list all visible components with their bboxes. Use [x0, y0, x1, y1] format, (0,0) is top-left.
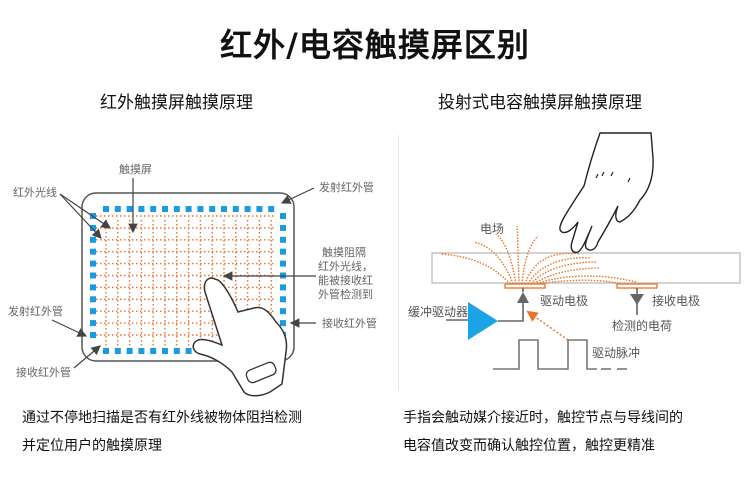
drive-electrode	[504, 283, 546, 289]
emitter-left-pointer	[51, 319, 88, 337]
ir-receiver-led	[103, 348, 109, 354]
drive-pulse-waveform	[493, 339, 597, 370]
label-receiver-bottom: 接收红外管	[16, 366, 71, 379]
field-line	[516, 225, 520, 285]
hand-icon	[559, 132, 654, 254]
ir-receiver-led	[173, 348, 180, 354]
ir-emitter-led	[173, 206, 180, 212]
field-line	[527, 257, 591, 285]
ir-description: 通过不停地扫描是否有红外线被物体阻挡检测 并定位用户的触摸原理	[22, 404, 372, 460]
pulse-to-drive-arrow	[526, 310, 569, 341]
field-line	[521, 235, 539, 285]
ir-emitter-led	[90, 320, 96, 327]
label-emitter-left: 发射红外管	[8, 305, 63, 318]
ir-emitter-led	[197, 206, 204, 212]
ir-emitter-led	[90, 296, 96, 303]
ir-emitter-led	[90, 248, 96, 255]
ir-receiver-led	[126, 348, 133, 354]
label-detected-charge: 检测的电荷	[612, 319, 673, 333]
receive-down-arrow-icon	[630, 294, 644, 305]
blocked-note-line-1: 触摸阻隔	[322, 246, 366, 259]
ir-emitter-led	[232, 206, 239, 212]
ir-emitter-led	[103, 206, 109, 212]
ir-emitter-led	[244, 206, 251, 212]
blocked-note-line-3: 能被接收红	[318, 274, 373, 287]
field-line	[539, 279, 621, 285]
capacitive-description: 手指会触动媒介接近时，触控节点与导线间的 电容值改变而确认触控位置，触控更精准	[403, 404, 748, 460]
ir-emitter-led	[221, 206, 227, 212]
blocked-note-line-2: 红外光线，	[318, 260, 373, 273]
ir-receiver-led	[280, 320, 286, 327]
ir-emitter-led	[138, 206, 145, 212]
label-touch-screen: 触摸屏	[119, 163, 152, 176]
driver-output-wire	[498, 300, 524, 322]
ir-emitter-led	[90, 284, 96, 291]
ir-receiver-led	[280, 260, 286, 267]
ir-receiver-led	[280, 308, 286, 315]
electric-field-lines	[439, 225, 637, 285]
ir-receiver-led	[280, 213, 286, 219]
ir-receiver-led	[280, 248, 286, 255]
section-divider	[398, 135, 399, 390]
ir-emitter-led	[90, 224, 96, 231]
ir-emitter-led	[126, 206, 133, 212]
ir-emitter-led	[90, 308, 96, 315]
ir-receiver-led	[280, 224, 286, 231]
ir-section-heading: 红外触摸屏触摸原理	[100, 93, 253, 113]
ir-emitter-led	[256, 206, 263, 212]
ir-receiver-led	[138, 348, 145, 354]
ir-line-pointer-1	[59, 193, 111, 229]
ir-description-line-1: 通过不停地扫描是否有红外线被物体阻挡检测	[22, 410, 302, 426]
drive-up-arrow-icon	[517, 292, 529, 303]
ir-emitter-led	[185, 206, 192, 212]
label-drive-pulse: 驱动脉冲	[592, 346, 641, 360]
ir-emitter-led	[90, 272, 96, 279]
field-line	[533, 267, 601, 285]
ir-emitter-led	[209, 206, 216, 212]
label-buffer-driver: 缓冲驱动器	[408, 305, 469, 319]
ir-led-array	[90, 206, 286, 354]
label-receiver-right: 接收红外管	[322, 317, 377, 330]
ir-receiver-led	[185, 348, 192, 354]
label-electric-field: 电场	[480, 222, 505, 236]
ir-emitter-led	[150, 206, 157, 212]
ir-receiver-led	[162, 348, 168, 354]
ir-receiver-led	[114, 348, 121, 354]
ir-emitter-led	[268, 206, 275, 212]
field-line	[524, 252, 581, 285]
field-line	[473, 241, 514, 285]
ir-receiver-led	[280, 296, 286, 303]
ir-emitter-led	[162, 206, 168, 212]
ir-receiver-led	[150, 348, 157, 354]
blocked-note-line-4: 外管检测到	[318, 288, 373, 301]
receive-electrode	[616, 283, 658, 289]
ir-emitter-led	[90, 260, 96, 267]
capacitive-description-line-1: 手指会触动媒介接近时，触控节点与导线间的	[403, 410, 683, 426]
field-line	[536, 275, 637, 285]
receiver-bottom-pointer	[73, 345, 101, 369]
ir-emitter-led	[90, 236, 96, 243]
label-ir-lines: 红外光线	[13, 186, 57, 199]
capacitive-description-line-2: 电容值改变而确认触控位置，触控更精准	[403, 438, 655, 454]
ir-line-pointer-2	[59, 193, 102, 239]
label-receive-electrode: 接收电极	[652, 294, 701, 308]
label-drive-electrode: 驱动电极	[540, 294, 589, 308]
field-line	[495, 233, 517, 285]
ir-receiver-led	[280, 236, 286, 243]
field-line	[530, 261, 597, 285]
emitter-top-pointer	[280, 187, 315, 204]
capacitive-section-heading: 投射式电容触摸屏触摸原理	[438, 93, 642, 113]
ir-description-line-2: 并定位用户的触摸原理	[22, 438, 162, 454]
field-line	[439, 253, 511, 285]
ir-emitter-led	[114, 206, 121, 212]
hand-cuff	[245, 361, 277, 384]
page-title: 红外/电容触摸屏区别	[220, 26, 530, 64]
ir-receiver-led	[280, 284, 286, 291]
label-blocked-note: 触摸阻隔 红外光线， 能被接收红 外管检测到	[318, 246, 373, 302]
ir-emitter-led	[90, 332, 96, 338]
buffer-amplifier-icon	[468, 302, 498, 340]
label-emitter-top: 发射红外管	[319, 181, 374, 194]
